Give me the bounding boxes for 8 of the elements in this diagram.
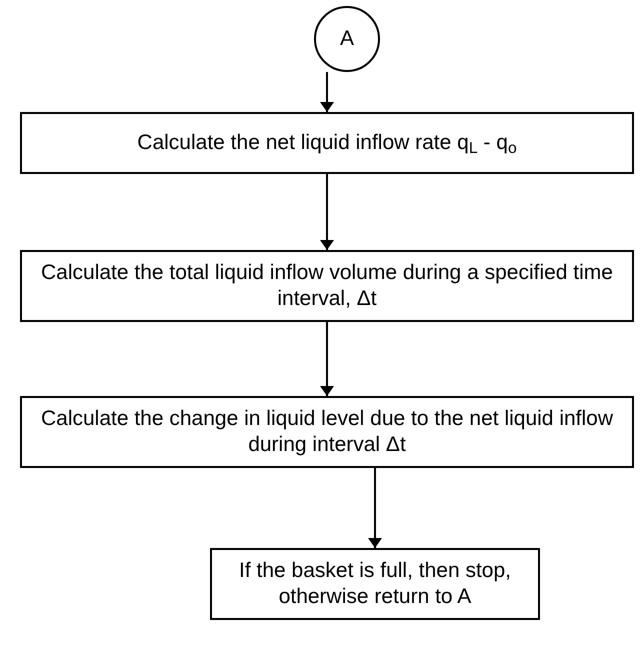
arrow [320,322,334,396]
process-box: Calculate the net liquid inflow rate q$_{L}$ - q$_{o}$ [20,112,634,174]
process-box: Calculate the total liquid inflow volume during a specified time interval, Δt [20,250,634,322]
arrow [320,72,334,112]
arrow [368,468,382,548]
process-box: If the basket is full, then stop, otherwise return to A [210,548,540,620]
arrow [320,174,334,250]
process-box: Calculate the change in liquid level due to the net liquid inflow during interval Δt [20,396,634,468]
